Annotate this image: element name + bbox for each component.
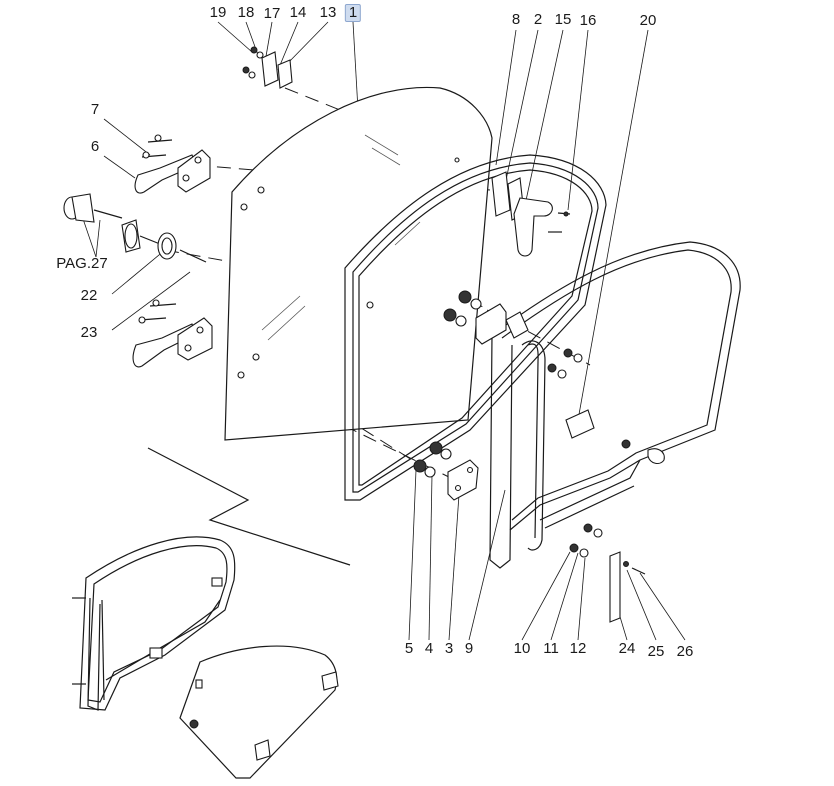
lower-right-hardware-parts-10-12-24-26 (569, 439, 665, 623)
middle-right-hinge-parts (443, 290, 583, 379)
hinge-pin-assembly-pag27 (63, 193, 207, 263)
lower-hinge-parts-3-4-5 (413, 441, 479, 501)
callout-22: 22 (80, 287, 98, 304)
callout-17: 17 (263, 5, 281, 22)
callout-18: 18 (237, 4, 255, 21)
callout-19: 19 (209, 4, 227, 21)
callout-10: 10 (513, 640, 531, 657)
right-hardware-parts-2-8-15-16 (491, 171, 571, 257)
callout-9: 9 (464, 640, 474, 657)
callout-7: 7 (90, 101, 100, 118)
callout-16: 16 (579, 12, 597, 29)
callout-5: 5 (404, 640, 414, 657)
callout-14: 14 (289, 4, 307, 21)
glass-panel-part-1 (224, 86, 493, 441)
callout-20: 20 (639, 12, 657, 29)
callout-1-highlighted: 1 (344, 4, 362, 22)
callout-11: 11 (543, 640, 559, 657)
inset-assembled-frame (72, 536, 236, 711)
callout-23: 23 (80, 324, 98, 341)
inset-glass-panel (179, 645, 339, 779)
callout-pag27: PAG.27 (56, 255, 108, 272)
callout-25: 25 (647, 643, 665, 660)
callout-12: 12 (569, 640, 587, 657)
callout-4: 4 (424, 640, 434, 657)
lower-hinge-brackets (132, 299, 213, 368)
top-hardware-parts-13-19 (242, 46, 293, 89)
callout-6: 6 (90, 138, 100, 155)
callout-2: 2 (533, 11, 543, 28)
section-separator (147, 447, 351, 566)
door-frame-part-9 (344, 154, 607, 501)
callout-3: 3 (444, 640, 454, 657)
upper-hinge-parts-6-7 (134, 134, 211, 194)
callout-8: 8 (511, 11, 521, 28)
tubular-frame-part-20 (489, 241, 741, 569)
callout-24: 24 (618, 640, 636, 657)
callout-13: 13 (319, 4, 337, 21)
callout-15: 15 (554, 11, 572, 28)
callout-26: 26 (676, 643, 694, 660)
